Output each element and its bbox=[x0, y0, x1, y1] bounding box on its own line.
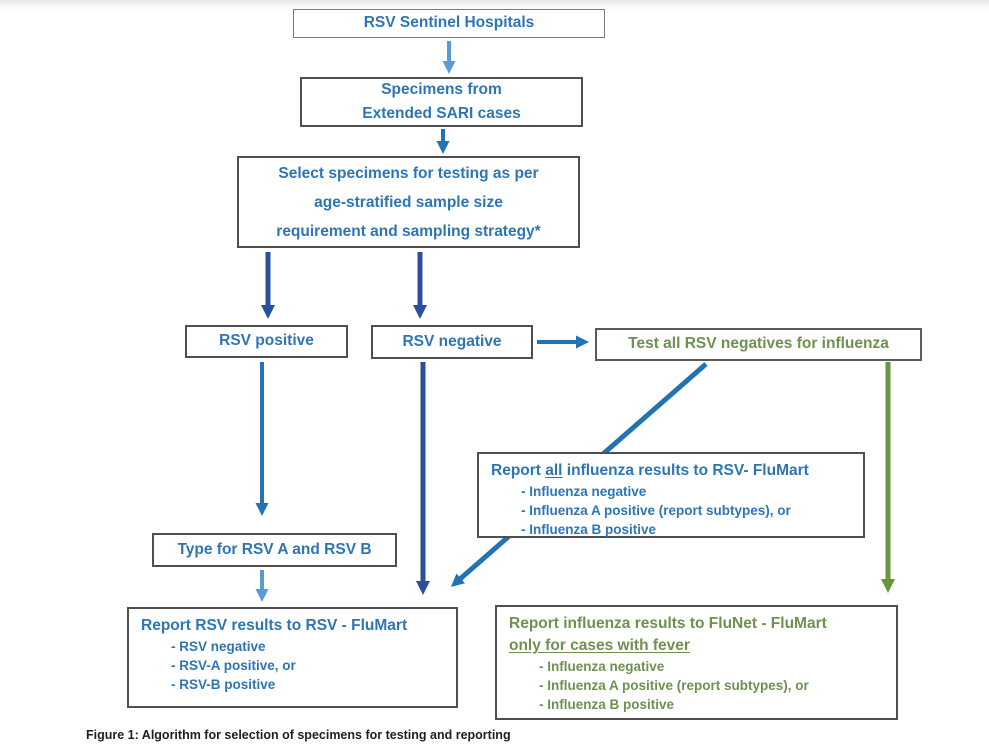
node-report-influenza-rsv-flumart: Report all influenza results to RSV- Flu… bbox=[477, 452, 865, 538]
node-rsv-positive: RSV positive bbox=[185, 325, 348, 358]
node-line: requirement and sampling strategy* bbox=[276, 222, 541, 240]
node-title: Report all influenza results to RSV- Flu… bbox=[491, 460, 809, 482]
node-bullet-list: - Influenza negative - Influenza A posit… bbox=[521, 482, 791, 539]
node-rsv-negative: RSV negative bbox=[371, 325, 533, 359]
node-title: Report influenza results to FluNet - Flu… bbox=[509, 615, 827, 632]
node-label: Test all RSV negatives for influenza bbox=[628, 335, 889, 353]
node-rsv-sentinel-hospitals: RSV Sentinel Hospitals bbox=[293, 9, 605, 38]
bullet-item: - Influenza A positive (report subtypes)… bbox=[521, 503, 791, 518]
node-title-underlined: only for cases with fever bbox=[509, 637, 690, 654]
title-underlined-word: all bbox=[545, 462, 563, 479]
node-label: RSV negative bbox=[402, 332, 502, 350]
node-bullet-list: - Influenza negative - Influenza A posit… bbox=[539, 657, 809, 714]
node-label: RSV positive bbox=[219, 332, 314, 350]
bullet-item: - RSV negative bbox=[171, 639, 266, 654]
figure-caption: Figure 1: Algorithm for selection of spe… bbox=[86, 728, 511, 742]
bullet-item: - Influenza negative bbox=[521, 484, 647, 499]
bullet-item: - Influenza B positive bbox=[539, 697, 675, 712]
node-title: Report RSV results to RSV - FluMart bbox=[141, 617, 408, 634]
node-label: Type for RSV A and RSV B bbox=[177, 540, 372, 558]
node-bullet-list: - RSV negative - RSV-A positive, or - RS… bbox=[171, 637, 296, 694]
bullet-item: - Influenza B positive bbox=[521, 522, 657, 537]
node-specimens-extended-sari: Specimens from Extended SARI cases bbox=[300, 77, 583, 127]
title-text: influenza results to RSV- FluMart bbox=[562, 462, 809, 479]
title-text: Report bbox=[491, 462, 546, 479]
node-type-rsv-a-b: Type for RSV A and RSV B bbox=[152, 533, 397, 567]
node-line: Extended SARI cases bbox=[362, 105, 521, 122]
node-line: Select specimens for testing as per bbox=[278, 164, 539, 182]
node-report-influenza-flunet-flumart: Report influenza results to FluNet - Flu… bbox=[495, 605, 898, 720]
bullet-item: - Influenza A positive (report subtypes)… bbox=[539, 678, 809, 693]
node-test-rsv-negatives-influenza: Test all RSV negatives for influenza bbox=[595, 328, 922, 361]
node-line: Specimens from bbox=[381, 81, 502, 98]
node-label: RSV Sentinel Hospitals bbox=[363, 14, 535, 32]
node-report-rsv-flumart: Report RSV results to RSV - FluMart - RS… bbox=[127, 607, 458, 708]
bullet-item: - Influenza negative bbox=[539, 659, 665, 674]
bullet-item: - RSV-A positive, or bbox=[171, 658, 296, 673]
bullet-item: - RSV-B positive bbox=[171, 677, 276, 692]
node-line: age-stratified sample size bbox=[314, 193, 503, 211]
node-select-specimens: Select specimens for testing as per age-… bbox=[237, 156, 580, 248]
